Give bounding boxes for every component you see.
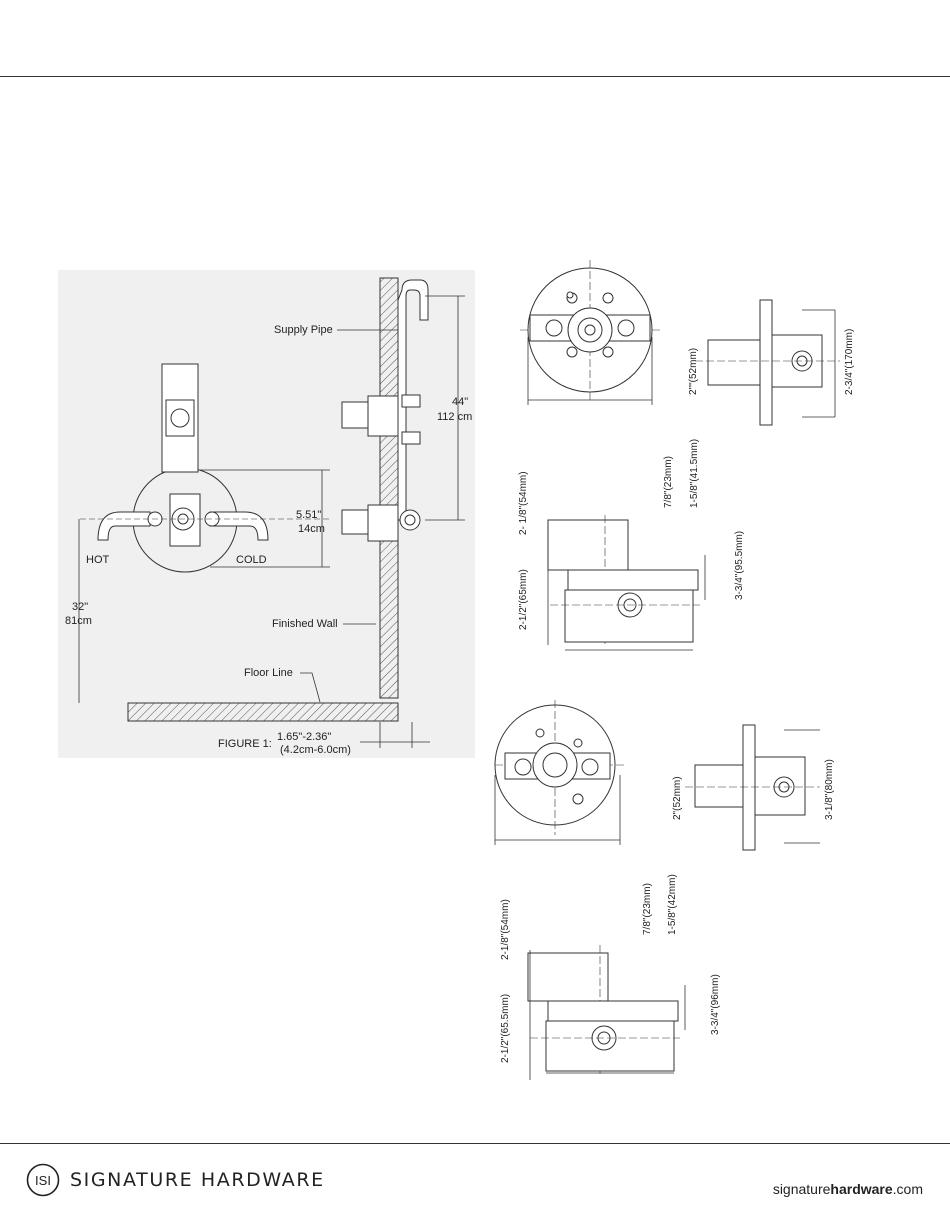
supply-pipe: [397, 279, 429, 521]
vb-dim-218: 2-1/8"(54mm): [500, 899, 511, 960]
isi-logo-icon: ISI: [26, 1163, 60, 1197]
hot-label: HOT: [86, 554, 110, 566]
header-rule: [0, 76, 950, 77]
dim-32-cm: 81cm: [65, 615, 92, 627]
vb-dim-212: 2-1/2"(65.5mm): [500, 994, 511, 1063]
valve-body-side-lower: [367, 504, 399, 542]
valve-b-drawings: 2"(52mm) 3-1/8"(80mm) 2-1/8"(54mm) 2-1/2…: [494, 700, 835, 1080]
brand-logo: ISI SIGNATURE HARDWARE: [26, 1163, 325, 1197]
va-side-height: 2-3/4"(170mm): [844, 329, 855, 395]
footer-rule: [0, 1143, 950, 1144]
finished-wall: [379, 277, 399, 699]
dim-44-in: 44": [452, 396, 468, 408]
svg-text:ISI: ISI: [35, 1173, 51, 1188]
figure-1-diagram: 44" 112 cm Supply Pipe HOT COLD 5.51" 14…: [65, 277, 472, 756]
valve-body-side-upper: [367, 395, 399, 437]
floor-line-label: Floor Line: [244, 667, 293, 679]
va-dim-334: 3-3/4"(95.5mm): [734, 531, 745, 600]
va-side-2in: 2""(52mm): [688, 348, 699, 395]
finished-wall-label: Finished Wall: [272, 618, 338, 630]
floor: [127, 702, 399, 722]
vb-side-2in: 2"(52mm): [672, 776, 683, 820]
vb-dim-158: 1-5/8"(42mm): [667, 874, 678, 935]
supply-pipe-label: Supply Pipe: [274, 324, 333, 336]
wall-range-cm: (4.2cm-6.0cm): [280, 744, 351, 756]
dim-32-in: 32": [72, 601, 88, 613]
cold-label: COLD: [236, 554, 267, 566]
vb-dim-78: 7/8"(23mm): [642, 883, 653, 935]
va-dim-78: 7/8"(23mm): [663, 456, 674, 508]
dim-44-cm: 112 cm: [437, 411, 472, 423]
va-dim-158: 1-5/8"(41.5mm): [689, 439, 700, 508]
brand-name: SIGNATURE HARDWARE: [70, 1169, 325, 1191]
dim-551-in: 5.51": [296, 509, 321, 521]
va-dim-212: 2-1/2"(65mm): [518, 569, 529, 630]
valve-a-drawings: 2""(52mm) 2-3/4"(170mm) 2- 1/8"(54mm) 2-…: [518, 260, 855, 651]
vb-dim-334: 3-3/4"(96mm): [710, 974, 721, 1035]
figure-1-caption: FIGURE 1:: [218, 738, 272, 750]
va-dim-218: 2- 1/8"(54mm): [518, 471, 529, 535]
website-url[interactable]: signaturehardware.com: [772, 1181, 923, 1197]
wall-range-in: 1.65"-2.36": [277, 731, 331, 743]
dim-551-cm: 14cm: [298, 523, 325, 535]
vb-side-height: 3-1/8"(80mm): [824, 759, 835, 820]
